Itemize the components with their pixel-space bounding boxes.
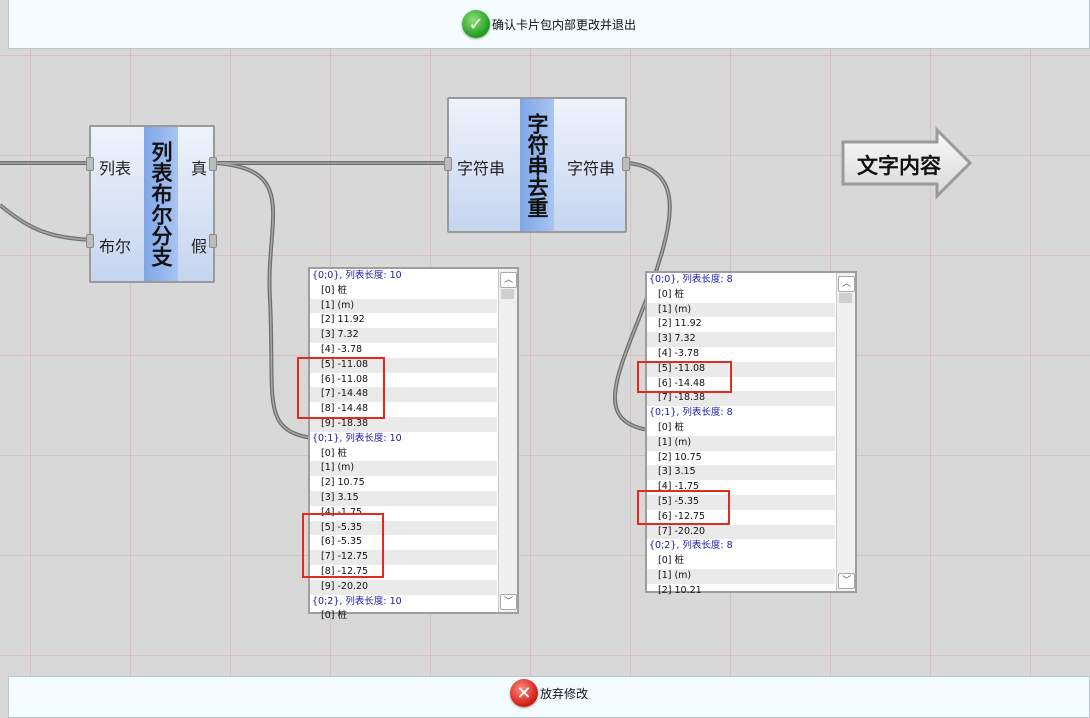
panel-left-scrollbar[interactable]: ︿ ﹀ xyxy=(498,269,517,612)
string-output-label: 字符串 xyxy=(567,159,616,178)
list-item: [4] -1.75 xyxy=(658,481,700,493)
list-item: [0] 桩 xyxy=(321,447,347,459)
list-item: [8] -14.48 xyxy=(321,403,369,415)
list-item: [2] 10.21 xyxy=(658,584,702,596)
list-item: [0] 桩 xyxy=(658,555,684,567)
list-header: {0;1}, 列表长度: 8 xyxy=(647,406,835,421)
list-header: {0;2}, 列表长度: 8 xyxy=(647,539,835,555)
data-panel-left[interactable]: {0;0}, 列表长度: 10[0] 桩[1] (m)[2] 11.92[3] … xyxy=(308,267,519,621)
true-output-label: 真 xyxy=(191,159,208,178)
data-panel-right[interactable]: {0;0}, 列表长度: 8[0] 桩[1] (m)[2] 11.92[3] 7… xyxy=(645,271,857,596)
list-item: [1] (m) xyxy=(647,568,835,584)
list-item: [5] -11.08 xyxy=(310,357,497,373)
list-item: [2] 11.92 xyxy=(321,314,365,326)
list-item: [2] 10.75 xyxy=(321,477,365,489)
confirm-exit-button[interactable]: ✓ 确认卡片包内部更改并退出 xyxy=(461,10,636,38)
list-item: [1] (m) xyxy=(647,435,835,451)
boolean-branch-node[interactable]: 列表 布尔 列表布尔分支 真 假 xyxy=(89,125,215,283)
list-header: {0;1}, 列表长度: 10 xyxy=(310,431,497,447)
scroll-down-icon[interactable]: ﹀ xyxy=(838,573,855,589)
list-item: [6] -5.35 xyxy=(321,536,363,548)
list-item: [4] -3.78 xyxy=(321,343,363,355)
list-item: [1] (m) xyxy=(310,298,497,314)
list-item: [3] 7.32 xyxy=(647,332,835,347)
scroll-up-icon[interactable]: ︿ xyxy=(500,272,517,288)
list-item: [6] -12.75 xyxy=(658,510,706,522)
list-item: [0] 桩 xyxy=(658,421,684,433)
list-item: [5] -5.35 xyxy=(310,520,497,536)
list-item: [7] -18.38 xyxy=(647,391,835,407)
list-header: {0;0}, 列表长度: 10 xyxy=(310,269,497,284)
list-item: [7] -14.48 xyxy=(310,387,497,403)
text-output-node[interactable] xyxy=(840,126,975,202)
true-output-port[interactable] xyxy=(209,157,217,171)
list-item: [1] (m) xyxy=(647,302,835,318)
list-item: [5] -11.08 xyxy=(647,361,835,377)
list-item: [6] -14.48 xyxy=(658,377,706,389)
list-item: [9] -20.20 xyxy=(310,579,497,595)
list-item: [0] 桩 xyxy=(658,288,684,300)
checkmark-icon: ✓ xyxy=(461,10,490,38)
list-item: [4] -1.75 xyxy=(321,506,363,518)
bool-input-port[interactable] xyxy=(86,234,94,248)
list-item: [7] -12.75 xyxy=(310,550,497,565)
list-item: [7] -20.20 xyxy=(647,524,835,540)
bottom-toolbar: ✕ 放弃修改 xyxy=(8,676,1090,718)
list-item: [3] 7.32 xyxy=(310,328,497,343)
bool-input-label: 布尔 xyxy=(99,237,132,256)
panel-right-scrollbar[interactable]: ︿ ﹀ xyxy=(836,273,855,591)
scroll-thumb[interactable] xyxy=(839,293,852,303)
false-output-label: 假 xyxy=(191,237,208,256)
boolean-branch-title: 列表布尔分支 xyxy=(144,127,178,281)
wire-bool-input xyxy=(0,203,93,242)
list-item: [3] 3.15 xyxy=(310,490,497,506)
highlight-box xyxy=(637,361,732,393)
list-item: [1] (m) xyxy=(310,461,497,477)
confirm-exit-label: 确认卡片包内部更改并退出 xyxy=(491,17,636,32)
highlight-box xyxy=(302,513,384,578)
false-output-port[interactable] xyxy=(209,234,217,248)
scroll-up-icon[interactable]: ︿ xyxy=(838,276,855,292)
list-input-port[interactable] xyxy=(86,157,94,171)
top-toolbar: ✓ 确认卡片包内部更改并退出 xyxy=(8,0,1090,49)
list-item: [9] -18.38 xyxy=(310,416,497,432)
list-item: [3] 3.15 xyxy=(647,465,835,481)
list-item: [0] 桩 xyxy=(321,610,347,622)
discard-changes-button[interactable]: ✕ 放弃修改 xyxy=(509,679,588,707)
scroll-down-icon[interactable]: ﹀ xyxy=(500,594,517,610)
list-item: [0] 桩 xyxy=(321,284,347,296)
close-icon: ✕ xyxy=(509,679,538,707)
text-output-label: 文字内容 xyxy=(857,154,941,178)
list-item: [6] -11.08 xyxy=(321,373,369,385)
list-header: {0;2}, 列表长度: 10 xyxy=(310,594,497,610)
list-item: [2] 11.92 xyxy=(658,318,702,330)
list-item: [2] 10.75 xyxy=(658,451,702,463)
string-input-port[interactable] xyxy=(444,157,452,171)
string-input-label: 字符串 xyxy=(457,159,506,178)
list-input-label: 列表 xyxy=(99,159,132,178)
scroll-thumb[interactable] xyxy=(501,289,514,299)
list-item: [5] -5.35 xyxy=(647,494,835,510)
list-item: [4] -3.78 xyxy=(658,347,700,359)
list-item: [8] -12.75 xyxy=(321,565,369,577)
discard-changes-label: 放弃修改 xyxy=(539,686,588,701)
string-dedupe-node[interactable]: 字符串 字符串去重 字符串 xyxy=(447,97,627,233)
highlight-box xyxy=(297,357,385,419)
string-output-port[interactable] xyxy=(622,157,630,171)
string-dedupe-title: 字符串去重 xyxy=(520,99,554,231)
highlight-box xyxy=(637,490,730,525)
list-header: {0;0}, 列表长度: 8 xyxy=(647,273,835,288)
